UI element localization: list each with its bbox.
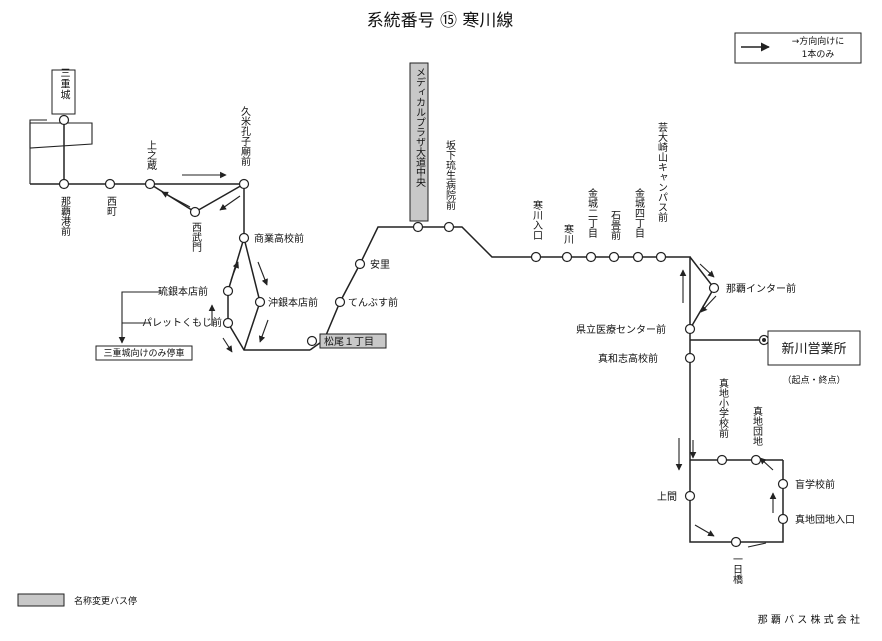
stop-samukawairiguchi [530, 251, 542, 263]
label-samukawairiguchi: 寒川入口 [531, 199, 543, 240]
label-ishidatami: 石畳前 [609, 210, 621, 241]
bus-stops [58, 114, 789, 548]
label-sakashita: 坂下琉生病院前 [444, 140, 456, 211]
stop-geidai [655, 251, 667, 263]
stop-madanshogakko [716, 454, 728, 466]
label-nishimachi: 西町 [105, 196, 117, 216]
stop-uwama [684, 490, 696, 502]
label-uwama: 上間 [657, 491, 677, 503]
label-shogyo: 商業高校前 [254, 232, 304, 245]
page-title: 系統番号 ⑮ 寒川線 [367, 11, 514, 31]
stop-kumekoshibyo [238, 178, 250, 190]
label-nishibumon: 西武門 [190, 222, 202, 253]
stop-ichinichibashi [730, 536, 742, 548]
stop-mogakko [777, 478, 789, 490]
stop-madandanchi [750, 454, 762, 466]
stop-okigin [254, 296, 266, 308]
label-ryugin: 琉銀本店前 [158, 285, 208, 298]
label-shurijo: 三重城 [58, 68, 70, 101]
direction-legend: →方向向けに 1本のみ [734, 32, 862, 64]
stop-kenritsu [684, 323, 696, 335]
label-okigin: 沖銀本店前 [268, 296, 318, 309]
label-kinjo2: 金城二丁目 [586, 187, 598, 238]
label-palette: パレットくもじ前 [142, 316, 222, 329]
label-asato: 安里 [370, 258, 390, 271]
stop-nahaic [708, 282, 720, 294]
depot-icon-inner [762, 338, 766, 342]
stop-nishimachi [104, 178, 116, 190]
label-madandanchiiriguchi: 真地団地入口 [795, 513, 855, 526]
legend-direction-line1: →方向向けに [792, 35, 845, 47]
stop-ryugin [222, 285, 234, 297]
stop-asato [354, 258, 366, 270]
stop-shogyo [238, 232, 250, 244]
label-medical: メディカルプラザ大道中央 [414, 67, 426, 188]
rename-legend: 名称変更バス停 [17, 593, 137, 607]
label-tenbusu: てんぶす前 [348, 296, 398, 309]
stop-kinjo4 [632, 251, 644, 263]
stop-palette [222, 317, 234, 329]
stop-matsuo [306, 335, 318, 347]
stop-samukawa [561, 251, 573, 263]
operator-name: 那 覇 バ ス 株 式 会 社 [758, 613, 860, 626]
stop-medical [412, 221, 424, 233]
stop-sakashita [443, 221, 455, 233]
label-depot-note: （起点・終点） [782, 374, 845, 386]
label-matsuo: 松尾１丁目 [324, 335, 374, 348]
stop-kinjo2 [585, 251, 597, 263]
label-nahako: 那覇港前 [59, 196, 71, 237]
label-nahaic: 那覇インター前 [726, 282, 796, 295]
label-madandanchi: 真地団地 [751, 405, 763, 446]
label-rename-legend: 名称変更バス停 [74, 595, 137, 607]
stop-ishidatami [608, 251, 620, 263]
label-only-to-shurijo: 三重城向けのみ停車 [103, 347, 184, 359]
route-lines [29, 118, 784, 548]
stop-nishibumon [189, 206, 201, 218]
stop-shurijo [58, 114, 70, 126]
label-mawashi: 真和志高校前 [598, 352, 658, 365]
label-kenritsu: 県立医療センター前 [576, 323, 666, 336]
label-mogakko: 盲学校前 [795, 478, 835, 491]
label-samukawa: 寒川 [562, 223, 574, 244]
label-kaminokura: 上之蔵 [145, 140, 157, 171]
stop-mawashi [684, 352, 696, 364]
label-depot: 新川営業所 [781, 341, 846, 357]
label-kinjo4: 金城四丁目 [633, 187, 645, 238]
label-geidai: 芸大崎山キャンパス前 [656, 121, 668, 223]
stop-madandanchiiriguchi [777, 513, 789, 525]
stop-tenbusu [334, 296, 346, 308]
stop-labels: 三重城 那覇港前 西町 上之蔵 西武門 久米孔子廟前 商業高校前 琉銀本店前 パ… [51, 62, 861, 585]
stop-kaminokura [144, 178, 156, 190]
label-ichinichibashi: 一日橋 [731, 554, 743, 585]
stop-nahako [58, 178, 70, 190]
legend-direction-line2: 1本のみ [802, 48, 835, 60]
label-kumekoshibyo: 久米孔子廟前 [239, 106, 251, 167]
label-madanshogakko: 真地小学校前 [717, 377, 729, 439]
